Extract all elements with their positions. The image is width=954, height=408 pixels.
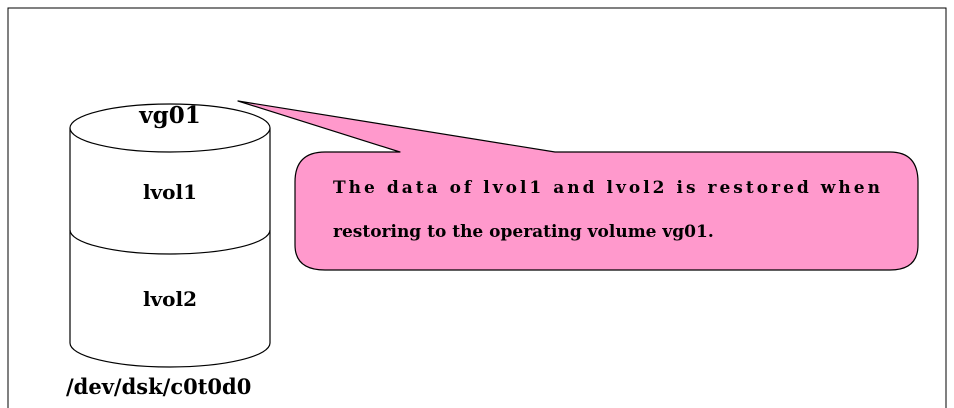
disk-cylinder (69, 103, 271, 368)
volume-divider (69, 229, 271, 255)
cylinder-top (69, 103, 271, 153)
callout-bubble (237, 100, 919, 271)
device-path-label: /dev/dsk/c0t0d0 (66, 374, 251, 399)
callout-text-line-1: The data of lvol1 and lvol2 is restored … (333, 178, 880, 198)
logical-volume-label-1: lvol1 (143, 180, 197, 204)
logical-volume-label-2: lvol2 (143, 287, 197, 311)
volume-group-label: vg01 (138, 102, 200, 129)
cylinder-body (69, 128, 271, 368)
callout-text-line-2: restoring to the operating volume vg01. (333, 222, 714, 242)
frame-border (7, 7, 947, 408)
